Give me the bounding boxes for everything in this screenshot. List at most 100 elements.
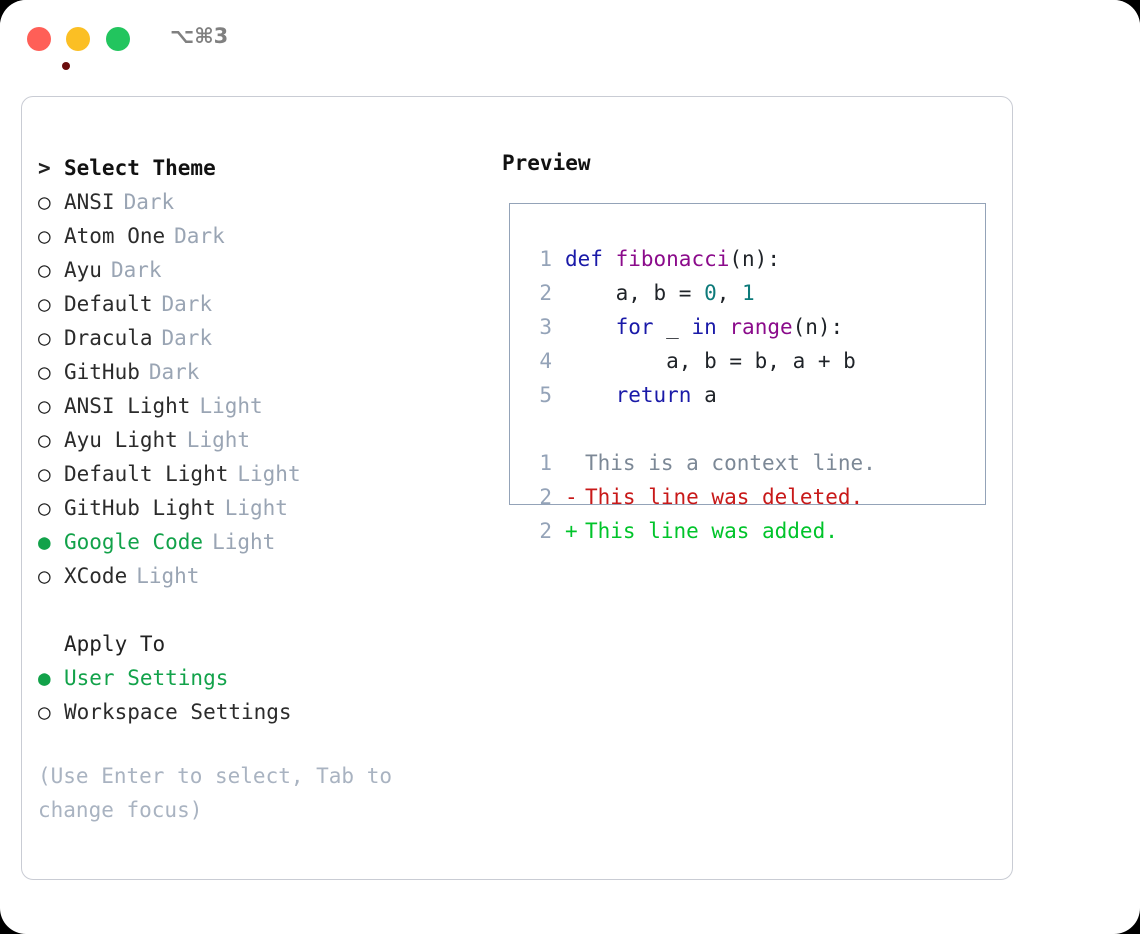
code-token: in xyxy=(691,315,717,339)
code-token: for xyxy=(615,315,654,339)
code-line-number: 4 xyxy=(539,349,552,373)
theme-name: Default xyxy=(64,292,153,316)
radio-unselected-icon[interactable]: ○ xyxy=(38,258,51,282)
radio-unselected-icon[interactable]: ○ xyxy=(38,360,51,384)
theme-list-item[interactable]: ○ GitHub Light Light xyxy=(38,491,478,525)
code-token: a, b = b, a + b xyxy=(565,349,856,373)
theme-name: ANSI xyxy=(64,190,115,214)
diff-marker: - xyxy=(565,485,578,509)
theme-name: Ayu xyxy=(64,258,102,282)
code-line-number: 5 xyxy=(539,383,552,407)
maximize-button[interactable] xyxy=(106,27,130,51)
radio-unselected-icon[interactable]: ○ xyxy=(38,428,51,452)
code-line: 2 a, b = 0, 1 xyxy=(526,276,856,310)
theme-list-item[interactable]: ○ GitHub Dark xyxy=(38,355,478,389)
code-line-number: 3 xyxy=(539,315,552,339)
diff-line: 2+This line was added. xyxy=(526,514,876,548)
radio-unselected-icon[interactable]: ○ xyxy=(38,224,51,248)
apply-to-item-label: Workspace Settings xyxy=(64,700,292,724)
theme-variant-tag: Dark xyxy=(161,326,213,350)
code-line: 4 a, b = b, a + b xyxy=(526,344,856,378)
keyboard-shortcut-label: ⌥⌘3 xyxy=(170,24,229,48)
theme-variant-tag: Dark xyxy=(161,292,213,316)
keyboard-hint-line-2: change focus) xyxy=(38,798,203,822)
apply-to-item-label: User Settings xyxy=(64,666,229,690)
theme-variant-tag: Light xyxy=(186,428,251,452)
theme-variant-tag: Light xyxy=(199,394,263,418)
code-line-number: 1 xyxy=(539,247,552,271)
theme-name: GitHub xyxy=(64,360,140,384)
prompt-caret-icon: > xyxy=(38,156,51,180)
keyboard-hint-line-1: (Use Enter to select, Tab to xyxy=(38,764,393,788)
theme-list-item[interactable]: ● Google Code Light xyxy=(38,525,478,559)
theme-name: Atom One xyxy=(64,224,166,248)
theme-name: GitHub Light xyxy=(64,496,216,520)
diff-line: 1 This is a context line. xyxy=(526,446,876,480)
list-spacer xyxy=(38,593,478,627)
theme-list-item[interactable]: ○ Default Dark xyxy=(38,287,478,321)
select-theme-header: > Select Theme xyxy=(38,151,478,185)
code-line: 3 for _ in range(n): xyxy=(526,310,856,344)
apply-to-item[interactable]: ● User Settings xyxy=(38,661,478,695)
theme-variant-tag: Light xyxy=(224,496,288,520)
code-token: range xyxy=(729,315,793,339)
keyboard-hint: (Use Enter to select, Tab to change focu… xyxy=(38,759,458,827)
theme-list-item[interactable]: ○ Dracula Dark xyxy=(38,321,478,355)
apply-to-header: ○Apply To xyxy=(38,627,478,661)
theme-variant-tag: Dark xyxy=(174,224,225,248)
radio-unselected-icon[interactable]: ○ xyxy=(38,564,51,588)
radio-unselected-icon[interactable]: ○ xyxy=(38,326,51,350)
diff-line-number: 2 xyxy=(539,485,552,509)
code-token xyxy=(717,315,730,339)
minimize-button[interactable] xyxy=(66,27,90,51)
diff-marker xyxy=(565,446,585,480)
preview-title: Preview xyxy=(502,151,591,175)
code-token: , xyxy=(716,281,743,305)
apply-to-item[interactable]: ○ Workspace Settings xyxy=(38,695,478,729)
radio-selected-icon[interactable]: ● xyxy=(38,530,51,554)
code-token: 1 xyxy=(742,281,755,305)
diff-text: This line was added. xyxy=(585,519,838,543)
theme-name: XCode xyxy=(64,564,128,588)
theme-variant-tag: Light xyxy=(136,564,200,588)
theme-name: Dracula xyxy=(64,326,153,350)
code-token: return xyxy=(615,383,692,407)
theme-variant-tag: Dark xyxy=(110,258,162,282)
radio-unselected-icon[interactable]: ○ xyxy=(38,292,51,316)
diff-text: This line was deleted. xyxy=(585,485,864,509)
select-theme-label: Select Theme xyxy=(64,156,216,180)
theme-list-item[interactable]: ○ Atom One Dark xyxy=(38,219,478,253)
code-token xyxy=(565,383,616,407)
radio-unselected-icon[interactable]: ○ xyxy=(38,700,51,724)
diff-marker: + xyxy=(565,519,578,543)
code-token: 0 xyxy=(704,281,717,305)
code-token xyxy=(603,247,616,271)
theme-list-item[interactable]: ○ XCode Light xyxy=(38,559,478,593)
radio-unselected-icon[interactable]: ○ xyxy=(38,394,51,418)
radio-unselected-icon[interactable]: ○ xyxy=(38,496,51,520)
radio-selected-icon[interactable]: ● xyxy=(38,666,51,690)
code-token: _ xyxy=(653,315,692,339)
recording-indicator-icon xyxy=(62,62,70,70)
diff-text: This is a context line. xyxy=(585,451,876,475)
radio-unselected-icon[interactable]: ○ xyxy=(38,462,51,486)
code-token: def xyxy=(565,247,603,271)
radio-unselected-icon[interactable]: ○ xyxy=(38,190,51,214)
theme-variant-tag: Light xyxy=(212,530,276,554)
code-line: 5 return a xyxy=(526,378,856,412)
theme-list-item[interactable]: ○ Ayu Dark xyxy=(38,253,478,287)
theme-variant-tag: Dark xyxy=(148,360,200,384)
theme-name: Google Code xyxy=(64,530,204,554)
theme-list-item[interactable]: ○ Ayu Light Light xyxy=(38,423,478,457)
close-button[interactable] xyxy=(27,27,70,70)
theme-name: Ayu Light xyxy=(64,428,178,452)
apply-to-label: Apply To xyxy=(64,632,166,656)
